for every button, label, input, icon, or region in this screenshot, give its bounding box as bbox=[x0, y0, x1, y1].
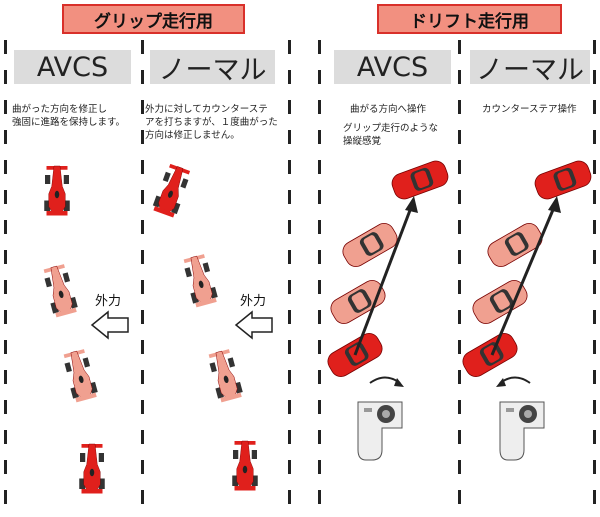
divider bbox=[318, 40, 321, 517]
grip-normal-desc: 外力に対してカウンターステアを打ちますが、１度曲がった方向は修正しません。 bbox=[145, 104, 278, 141]
drift-avcs-title: AVCS bbox=[334, 50, 451, 84]
f1-car bbox=[231, 440, 259, 491]
drift-normal-desc: カウンターステア操作 bbox=[482, 104, 577, 115]
drift-avcs-desc: 曲がる方向へ操作 bbox=[350, 104, 427, 115]
transmitter bbox=[499, 401, 545, 461]
drift-normal-title: ノーマル bbox=[470, 50, 590, 86]
divider bbox=[141, 40, 144, 517]
force-label: 外力 bbox=[95, 294, 122, 309]
f1-car bbox=[181, 253, 220, 309]
trajectory-arrow bbox=[490, 204, 557, 356]
f1-car bbox=[206, 348, 245, 404]
divider bbox=[593, 40, 596, 517]
drift-avcs-desc2: グリップ走行のような操縦感覚 bbox=[343, 123, 439, 147]
divider bbox=[458, 40, 461, 517]
grip-avcs-title: AVCS bbox=[14, 50, 131, 84]
f1-car bbox=[41, 263, 80, 319]
f1-car bbox=[61, 348, 100, 404]
grip-avcs-desc: 曲がった方向を修正し強固に進路を保持します。 bbox=[12, 104, 126, 128]
force-arrow bbox=[90, 310, 129, 340]
force-arrow bbox=[234, 310, 273, 340]
transmitter bbox=[357, 401, 403, 461]
divider bbox=[288, 40, 291, 517]
grip-normal-title: ノーマル bbox=[150, 50, 275, 86]
divider bbox=[4, 40, 7, 517]
grip-header: グリップ走行用 bbox=[62, 4, 245, 34]
f1-car bbox=[43, 165, 71, 216]
f1-car bbox=[78, 443, 106, 494]
force-label: 外力 bbox=[240, 294, 267, 309]
trajectory-arrow bbox=[353, 204, 414, 356]
f1-car bbox=[150, 162, 193, 219]
drift-header: ドリフト走行用 bbox=[377, 4, 562, 34]
